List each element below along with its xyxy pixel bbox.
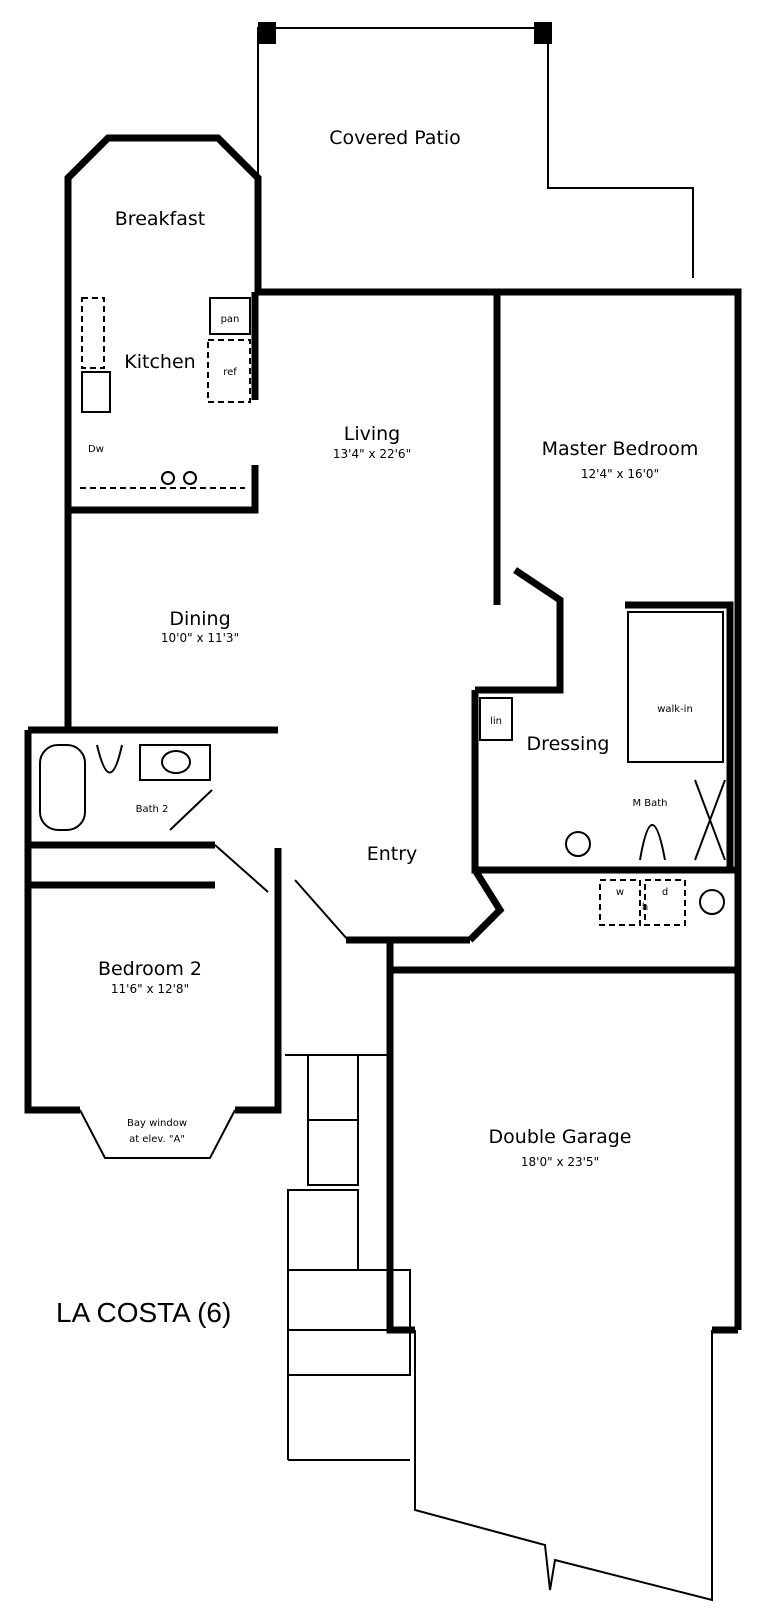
label-entry: Entry — [367, 843, 418, 865]
dims-double-garage: 18'0" x 23'5" — [521, 1155, 599, 1169]
label-master-bath: M Bath — [632, 798, 667, 809]
label-dryer: d — [662, 887, 668, 898]
label-bath2: Bath 2 — [136, 804, 169, 815]
dims-dining: 10'0" x 11'3" — [161, 631, 239, 645]
label-walk-in: walk-in — [657, 704, 693, 715]
covered-patio-outline — [257, 22, 694, 292]
label-dining: Dining — [169, 608, 230, 630]
label-covered-patio: Covered Patio — [329, 127, 461, 149]
dims-living: 13'4" x 22'6" — [333, 447, 411, 461]
label-linen: lin — [490, 716, 502, 727]
label-living: Living — [344, 423, 401, 445]
dims-master-bedroom: 12'4" x 16'0" — [581, 467, 659, 481]
label-kitchen: Kitchen — [124, 351, 195, 373]
plan-title: LA COSTA (6) — [56, 1297, 231, 1328]
exterior-walls — [24, 134, 742, 1334]
label-water-heater: h — [642, 902, 648, 913]
dims-bedroom2: 11'6" x 12'8" — [111, 982, 189, 996]
label-washer: w — [616, 887, 624, 898]
label-double-garage: Double Garage — [489, 1126, 632, 1148]
label-dishwasher: Dw — [88, 444, 104, 455]
fixtures — [39, 297, 726, 941]
label-master-bedroom: Master Bedroom — [542, 438, 699, 460]
label-bay-note: at elev. "A" — [129, 1134, 185, 1145]
driveway — [414, 1330, 713, 1602]
label-pantry: pan — [221, 314, 240, 325]
walkway — [285, 1054, 411, 1461]
label-bedroom2: Bedroom 2 — [98, 958, 202, 980]
label-breakfast: Breakfast — [115, 208, 205, 230]
label-refrigerator: ref — [223, 367, 237, 378]
interior-walls — [28, 292, 738, 974]
label-bay-window: Bay window — [127, 1118, 187, 1129]
label-dressing: Dressing — [527, 733, 610, 755]
bay-window — [79, 1109, 236, 1159]
